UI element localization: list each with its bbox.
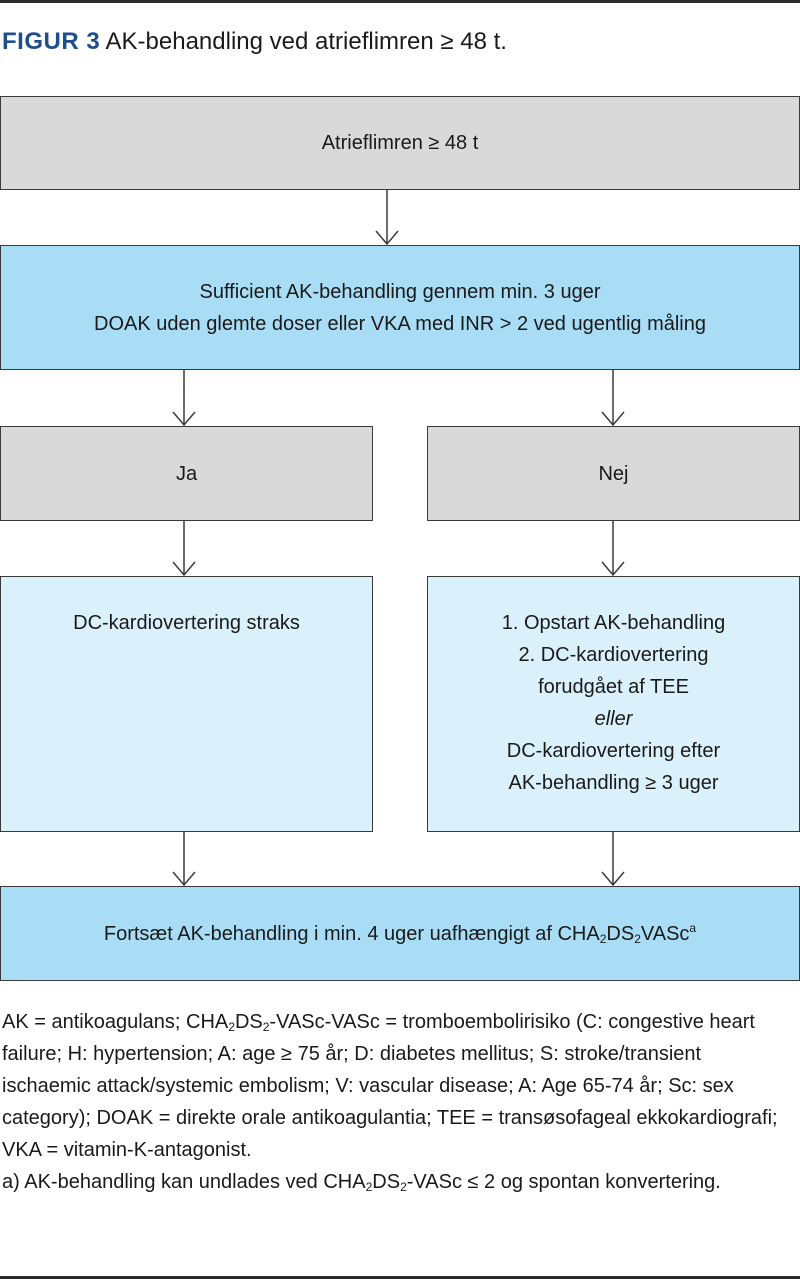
figure-title: FIGUR 3 AK-behandling ved atrieflimren ≥…: [2, 28, 507, 56]
footnotes: AK = antikoagulans; CHA2DS2-VASc-VASc = …: [2, 1006, 792, 1198]
node-no-step-line-2: 2. DC-kardiovertering: [518, 644, 709, 666]
figure-title-text: AK-behandling ved atrieflimren ≥ 48 t.: [105, 28, 507, 55]
node-no-step-line-1: 1. Opstart AK-behandling: [501, 612, 726, 634]
node-continue-text: Fortsæt AK-behandling i min. 4 uger uafh…: [103, 920, 697, 946]
node-dc-immediate: DC-kardiovertering straks: [0, 576, 373, 832]
node-no: Nej: [427, 426, 800, 521]
node-sufficient-line-2: DOAK uden glemte doser eller VKA med INR…: [94, 312, 706, 335]
node-yes: Ja: [0, 426, 373, 521]
footnote-a: a) AK-behandling kan undlades ved CHA2DS…: [2, 1171, 721, 1194]
node-continue-treatment: Fortsæt AK-behandling i min. 4 uger uafh…: [0, 886, 800, 981]
node-no-step-line-6: AK-behandling ≥ 3 uger: [508, 772, 719, 794]
node-start-text: Atrieflimren ≥ 48 t: [321, 132, 479, 154]
arrow-dc-to-continue: [172, 832, 196, 887]
arrow-sufficient-to-no: [601, 370, 625, 427]
node-dc-immediate-text: DC-kardiovertering straks: [73, 612, 300, 634]
bottom-rule: [0, 1276, 800, 1279]
arrow-no-to-steps: [601, 521, 625, 577]
node-yes-text: Ja: [175, 462, 198, 485]
top-rule: [0, 0, 800, 3]
footnote-abbreviations: AK = antikoagulans; CHA2DS2-VASc-VASc = …: [2, 1011, 778, 1161]
node-start: Atrieflimren ≥ 48 t: [0, 96, 800, 190]
node-sufficient-line-1: Sufficient AK-behandling gennem min. 3 u…: [199, 280, 601, 303]
figure-label: FIGUR 3: [2, 28, 101, 55]
node-no-steps: 1. Opstart AK-behandling 2. DC-kardiover…: [427, 576, 800, 832]
node-sufficient-treatment: Sufficient AK-behandling gennem min. 3 u…: [0, 245, 800, 370]
node-no-step-or: eller: [594, 708, 633, 730]
arrow-sufficient-to-yes: [172, 370, 196, 427]
arrow-steps-to-continue: [601, 832, 625, 887]
node-no-step-line-5: DC-kardiovertering efter: [506, 740, 721, 762]
arrow-start-to-sufficient: [375, 190, 399, 246]
node-no-text: Nej: [598, 462, 629, 485]
node-no-step-line-3: forudgået af TEE: [538, 676, 689, 698]
arrow-yes-to-dc: [172, 521, 196, 577]
